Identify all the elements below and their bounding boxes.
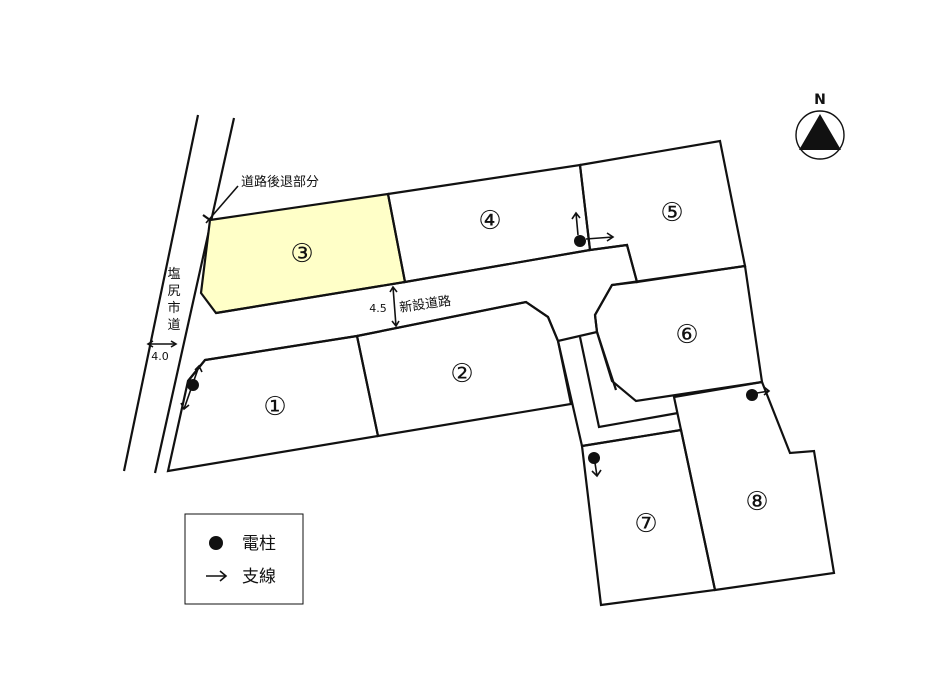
city-road-dim-arrow-right <box>170 340 178 348</box>
lot-8-number: ⑧ <box>745 487 768 517</box>
lot-8-shape[interactable] <box>672 380 836 592</box>
legend-guy-wire-arrow-icon <box>219 570 228 582</box>
lot-4-number: ④ <box>478 206 501 236</box>
lot-3-number: ③ <box>290 239 313 269</box>
guy-wire-arrow-icon <box>591 469 602 478</box>
utility-pole-icon <box>588 452 600 464</box>
access-path-link <box>595 331 618 391</box>
new-road-label: 新設道路 <box>398 293 452 316</box>
setback-label: 道路後退部分 <box>241 174 319 190</box>
guy-wire-arrow-icon <box>763 386 771 396</box>
new-road-width-label: 4.5 <box>369 302 387 315</box>
city-road-edge-east <box>153 117 236 474</box>
city-road-dim-arrow-left <box>146 340 154 348</box>
north-label: N <box>814 92 826 108</box>
legend-pole-label: 電柱 <box>242 534 276 554</box>
guy-wire-arrow-icon <box>180 402 190 411</box>
city-road-char-3: 市 <box>167 300 180 316</box>
guy-wire-arrow-icon <box>606 232 615 242</box>
city-road-char-4: 道 <box>167 318 180 333</box>
lot-2-number: ② <box>450 359 473 389</box>
guy-wire-line <box>183 365 200 410</box>
lot-5-number: ⑤ <box>660 198 683 228</box>
lot-1-number: ① <box>263 392 286 422</box>
city-road-label: 塩 尻 市 道 <box>167 267 180 333</box>
new-road-dim-arrow-top <box>389 285 398 293</box>
city-road-char-1: 塩 <box>167 267 180 282</box>
setback-leader-line <box>205 185 239 224</box>
new-road-width-dimension <box>392 286 397 327</box>
guy-wire-line <box>575 212 579 236</box>
access-path-outer <box>556 340 682 448</box>
guy-wire-arrow-icon <box>194 364 203 373</box>
legend-box <box>184 513 304 605</box>
compass-north-arrow-icon <box>799 114 841 150</box>
lot-1-shape[interactable] <box>166 334 380 473</box>
guy-wire-line <box>756 390 770 394</box>
city-road-edge-west <box>122 114 200 472</box>
compass-ring <box>795 110 845 160</box>
guy-wire-line <box>585 236 614 240</box>
lot-6-shape[interactable] <box>593 264 764 403</box>
utility-pole-icon <box>746 389 758 401</box>
city-road-char-2: 尻 <box>167 284 180 299</box>
guy-wire-arrow-icon <box>571 211 581 220</box>
city-road-width-label: 4.0 <box>151 350 169 363</box>
legend-pole-icon <box>209 536 223 550</box>
guy-wire-line <box>594 462 598 477</box>
access-path-inner <box>578 336 679 429</box>
lot-6-number: ⑥ <box>675 320 698 350</box>
legend-guy-wire-label: 支線 <box>242 567 276 587</box>
lot-7-number: ⑦ <box>634 509 657 539</box>
utility-pole-icon <box>574 235 586 247</box>
new-road-dim-arrow-bottom <box>391 320 400 328</box>
